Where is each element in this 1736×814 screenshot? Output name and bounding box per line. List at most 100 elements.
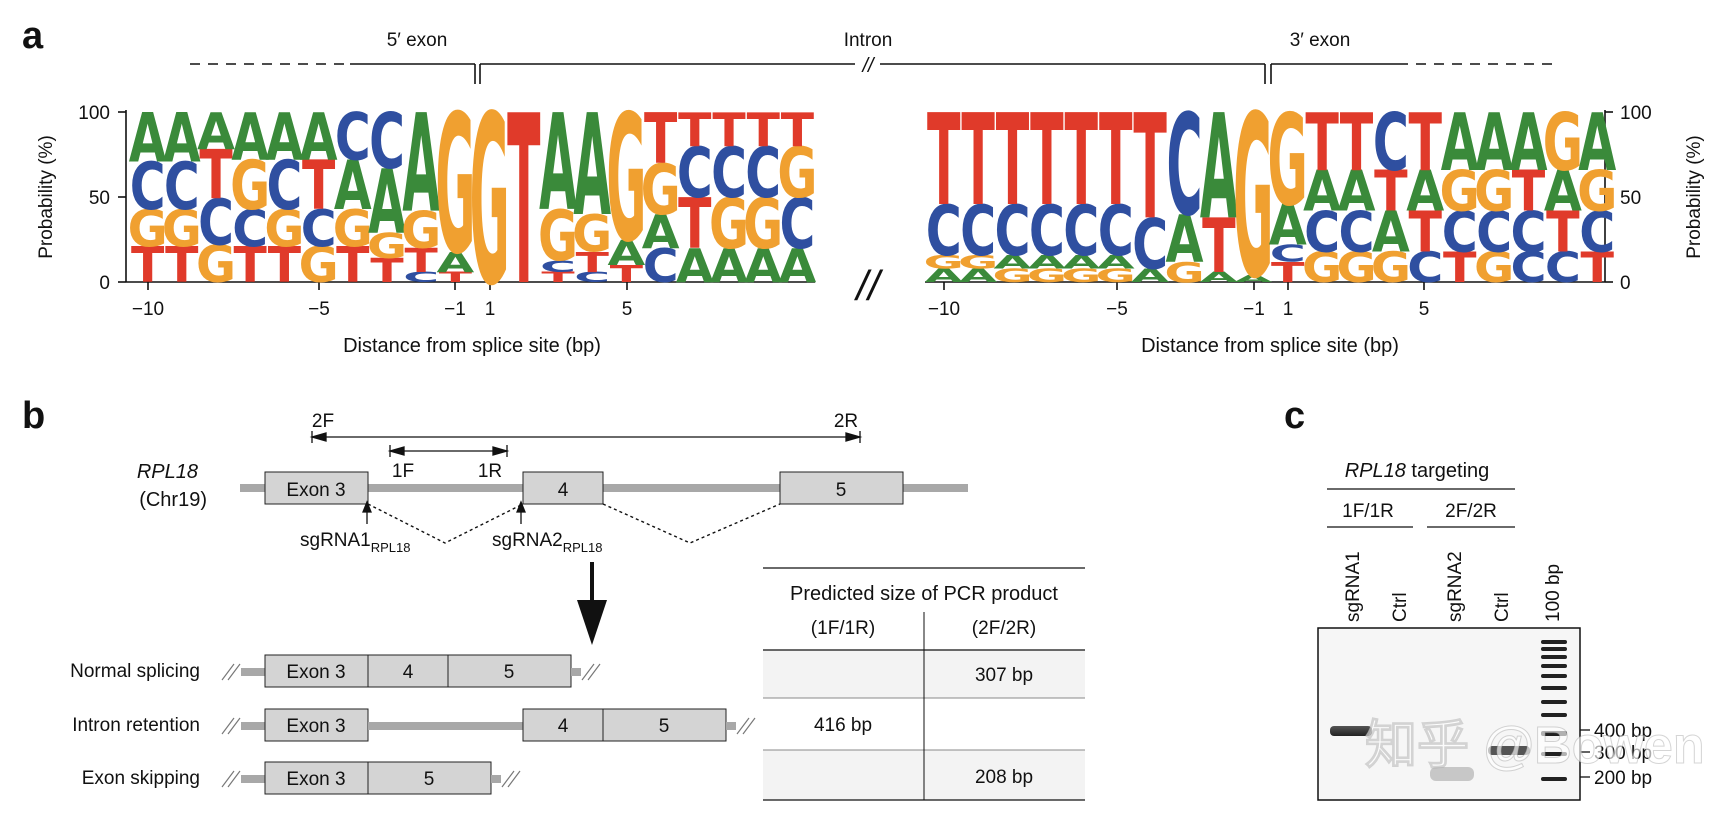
smear-sgrna2: [1430, 767, 1474, 781]
right-xtick-label-5: 5: [1419, 299, 1430, 320]
logo-letter-G: G: [538, 196, 578, 277]
panel-b: b 2F 2R 1F 1R RPL18 (Chr19) Exon 3 4 5: [22, 395, 1085, 801]
logo-letter-A: A: [129, 98, 167, 177]
logo-letter-C: C: [1373, 96, 1409, 189]
left-xtick-label-1: 1: [485, 299, 496, 320]
logo-letter-T: T: [644, 99, 677, 180]
logo-letter-T: T: [541, 270, 575, 286]
logo-letter-T: T: [234, 237, 268, 294]
ladder-band: [1541, 664, 1567, 668]
logo-letter-G: G: [1164, 257, 1204, 289]
right-ytick-label-50: 50: [1620, 188, 1641, 209]
logo-letter-C: C: [960, 191, 996, 272]
utr-left: [241, 722, 265, 730]
logo-letter-A: A: [1372, 200, 1410, 265]
logo-letter-C: C: [540, 257, 576, 276]
logo-letter-G: G: [1371, 243, 1411, 292]
ladder-band: [1541, 647, 1567, 651]
logo-letter-T: T: [336, 237, 370, 294]
three-exon-label: 3′ exon: [1290, 30, 1351, 51]
logo-letter-G: G: [1474, 243, 1514, 292]
gene-chromosome: (Chr19): [139, 489, 207, 511]
lane-sgrna2-label: sgRNA2: [1445, 551, 1466, 622]
left-x-axis-label: Distance from splice site (bp): [343, 335, 601, 357]
utr-right: [726, 722, 736, 730]
gel-header-gene: RPL18: [1345, 460, 1406, 482]
lane-ladder-label: 100 bp: [1543, 564, 1564, 622]
logo-letter-C: C: [745, 133, 781, 214]
logo-letter-G: G: [1302, 243, 1342, 292]
sequence-logo-right: AGCTAGCTGACTGACTGACTGACTACTGACATAAGTCAGG…: [924, 69, 1618, 329]
skipping-exon-5-label: 5: [424, 769, 435, 790]
logo-letter-G: G: [709, 184, 749, 265]
logo-letter-A: A: [676, 240, 714, 294]
logo-letter-A: A: [1028, 251, 1066, 273]
logo-letter-T: T: [199, 136, 232, 215]
normal-exon-5: [447, 654, 572, 688]
logo-letter-T: T: [1202, 202, 1235, 289]
primer-lines: [309, 431, 863, 457]
band-ctrl2-307bp: [1488, 746, 1530, 755]
splice-junction-3-4: [367, 503, 524, 544]
logo-letter-G: G: [333, 199, 373, 258]
logo-letter-C: C: [1510, 200, 1546, 265]
logo-letter-T: T: [747, 104, 781, 158]
exon-5-label: 5: [836, 480, 847, 501]
ladder-bands: [1541, 640, 1567, 781]
normal-exon-4: [367, 654, 449, 688]
gel-group-1-label: 1F/1R: [1342, 501, 1394, 522]
logo-letter-C: C: [677, 133, 713, 214]
logo-letter-T: T: [1409, 96, 1443, 189]
ladder-band: [1541, 655, 1567, 659]
logo-letter-T: T: [610, 261, 643, 288]
logo-letter-A: A: [993, 251, 1031, 273]
left-xtick-label--5: −5: [308, 299, 330, 320]
logo-letter-C: C: [1338, 200, 1374, 265]
sgrna-markers: [362, 500, 526, 524]
table-r1c2: 307 bp: [975, 665, 1033, 686]
transcript-retention: Exon 3 4 5: [221, 708, 756, 742]
table-col2-header: (2F/2R): [972, 618, 1036, 639]
break-mark-left-a: [221, 663, 235, 681]
left-y-axis-label: Probability (%): [36, 135, 57, 259]
ladder-band: [1541, 731, 1567, 736]
ladder-band: [1541, 640, 1567, 644]
logo-right-axes: [925, 110, 1613, 283]
logo-letter-G: G: [162, 199, 202, 258]
left-xtick-label--1: −1: [444, 299, 466, 320]
logo-letter-G: G: [958, 251, 998, 273]
exon-4-box: [522, 471, 604, 505]
logo-letter-G: G: [1336, 243, 1376, 292]
primer-2f-arrow: [309, 432, 327, 442]
logo-letter-C: C: [711, 133, 747, 214]
logo-letter-C: C: [335, 100, 371, 176]
ladder-band: [1541, 752, 1567, 756]
logo-letter-T: T: [678, 104, 712, 158]
utr-right: [571, 668, 581, 676]
left-ytick-label-100: 100: [78, 103, 110, 124]
logo-letter-A: A: [1475, 96, 1513, 189]
logo-letter-T: T: [268, 237, 302, 294]
logo-letter-G: G: [1577, 160, 1617, 225]
left-xtick-label-5: 5: [622, 299, 633, 320]
logo-letter-G: G: [743, 184, 783, 265]
outcome-retention-label: Intron retention: [72, 715, 200, 736]
lane-sgrna1-label: sgRNA1: [1343, 551, 1364, 622]
retention-exon-3-label: Exon 3: [286, 716, 345, 737]
transcript-normal: Exon 3 4 5: [221, 654, 601, 688]
utr-left: [241, 668, 265, 676]
normal-exon-3-label: Exon 3: [286, 662, 345, 683]
marker-200bp: 200 bp: [1594, 768, 1652, 789]
logo-letter-A: A: [1200, 85, 1238, 252]
logo-letter-G: G: [401, 201, 441, 260]
left-xticks: [147, 282, 628, 290]
logo-letter-T: T: [1030, 87, 1063, 235]
break-mark-right-a: [581, 663, 595, 681]
outcome-arrow: [577, 562, 607, 645]
logo-letter-G: G: [367, 227, 407, 267]
utr-right: [491, 775, 501, 783]
marker-ticks: [1580, 729, 1590, 778]
logo-letter-C: C: [403, 270, 439, 286]
band-sgrna1-416bp: [1330, 726, 1372, 736]
logo-letter-C: C: [1029, 191, 1065, 272]
